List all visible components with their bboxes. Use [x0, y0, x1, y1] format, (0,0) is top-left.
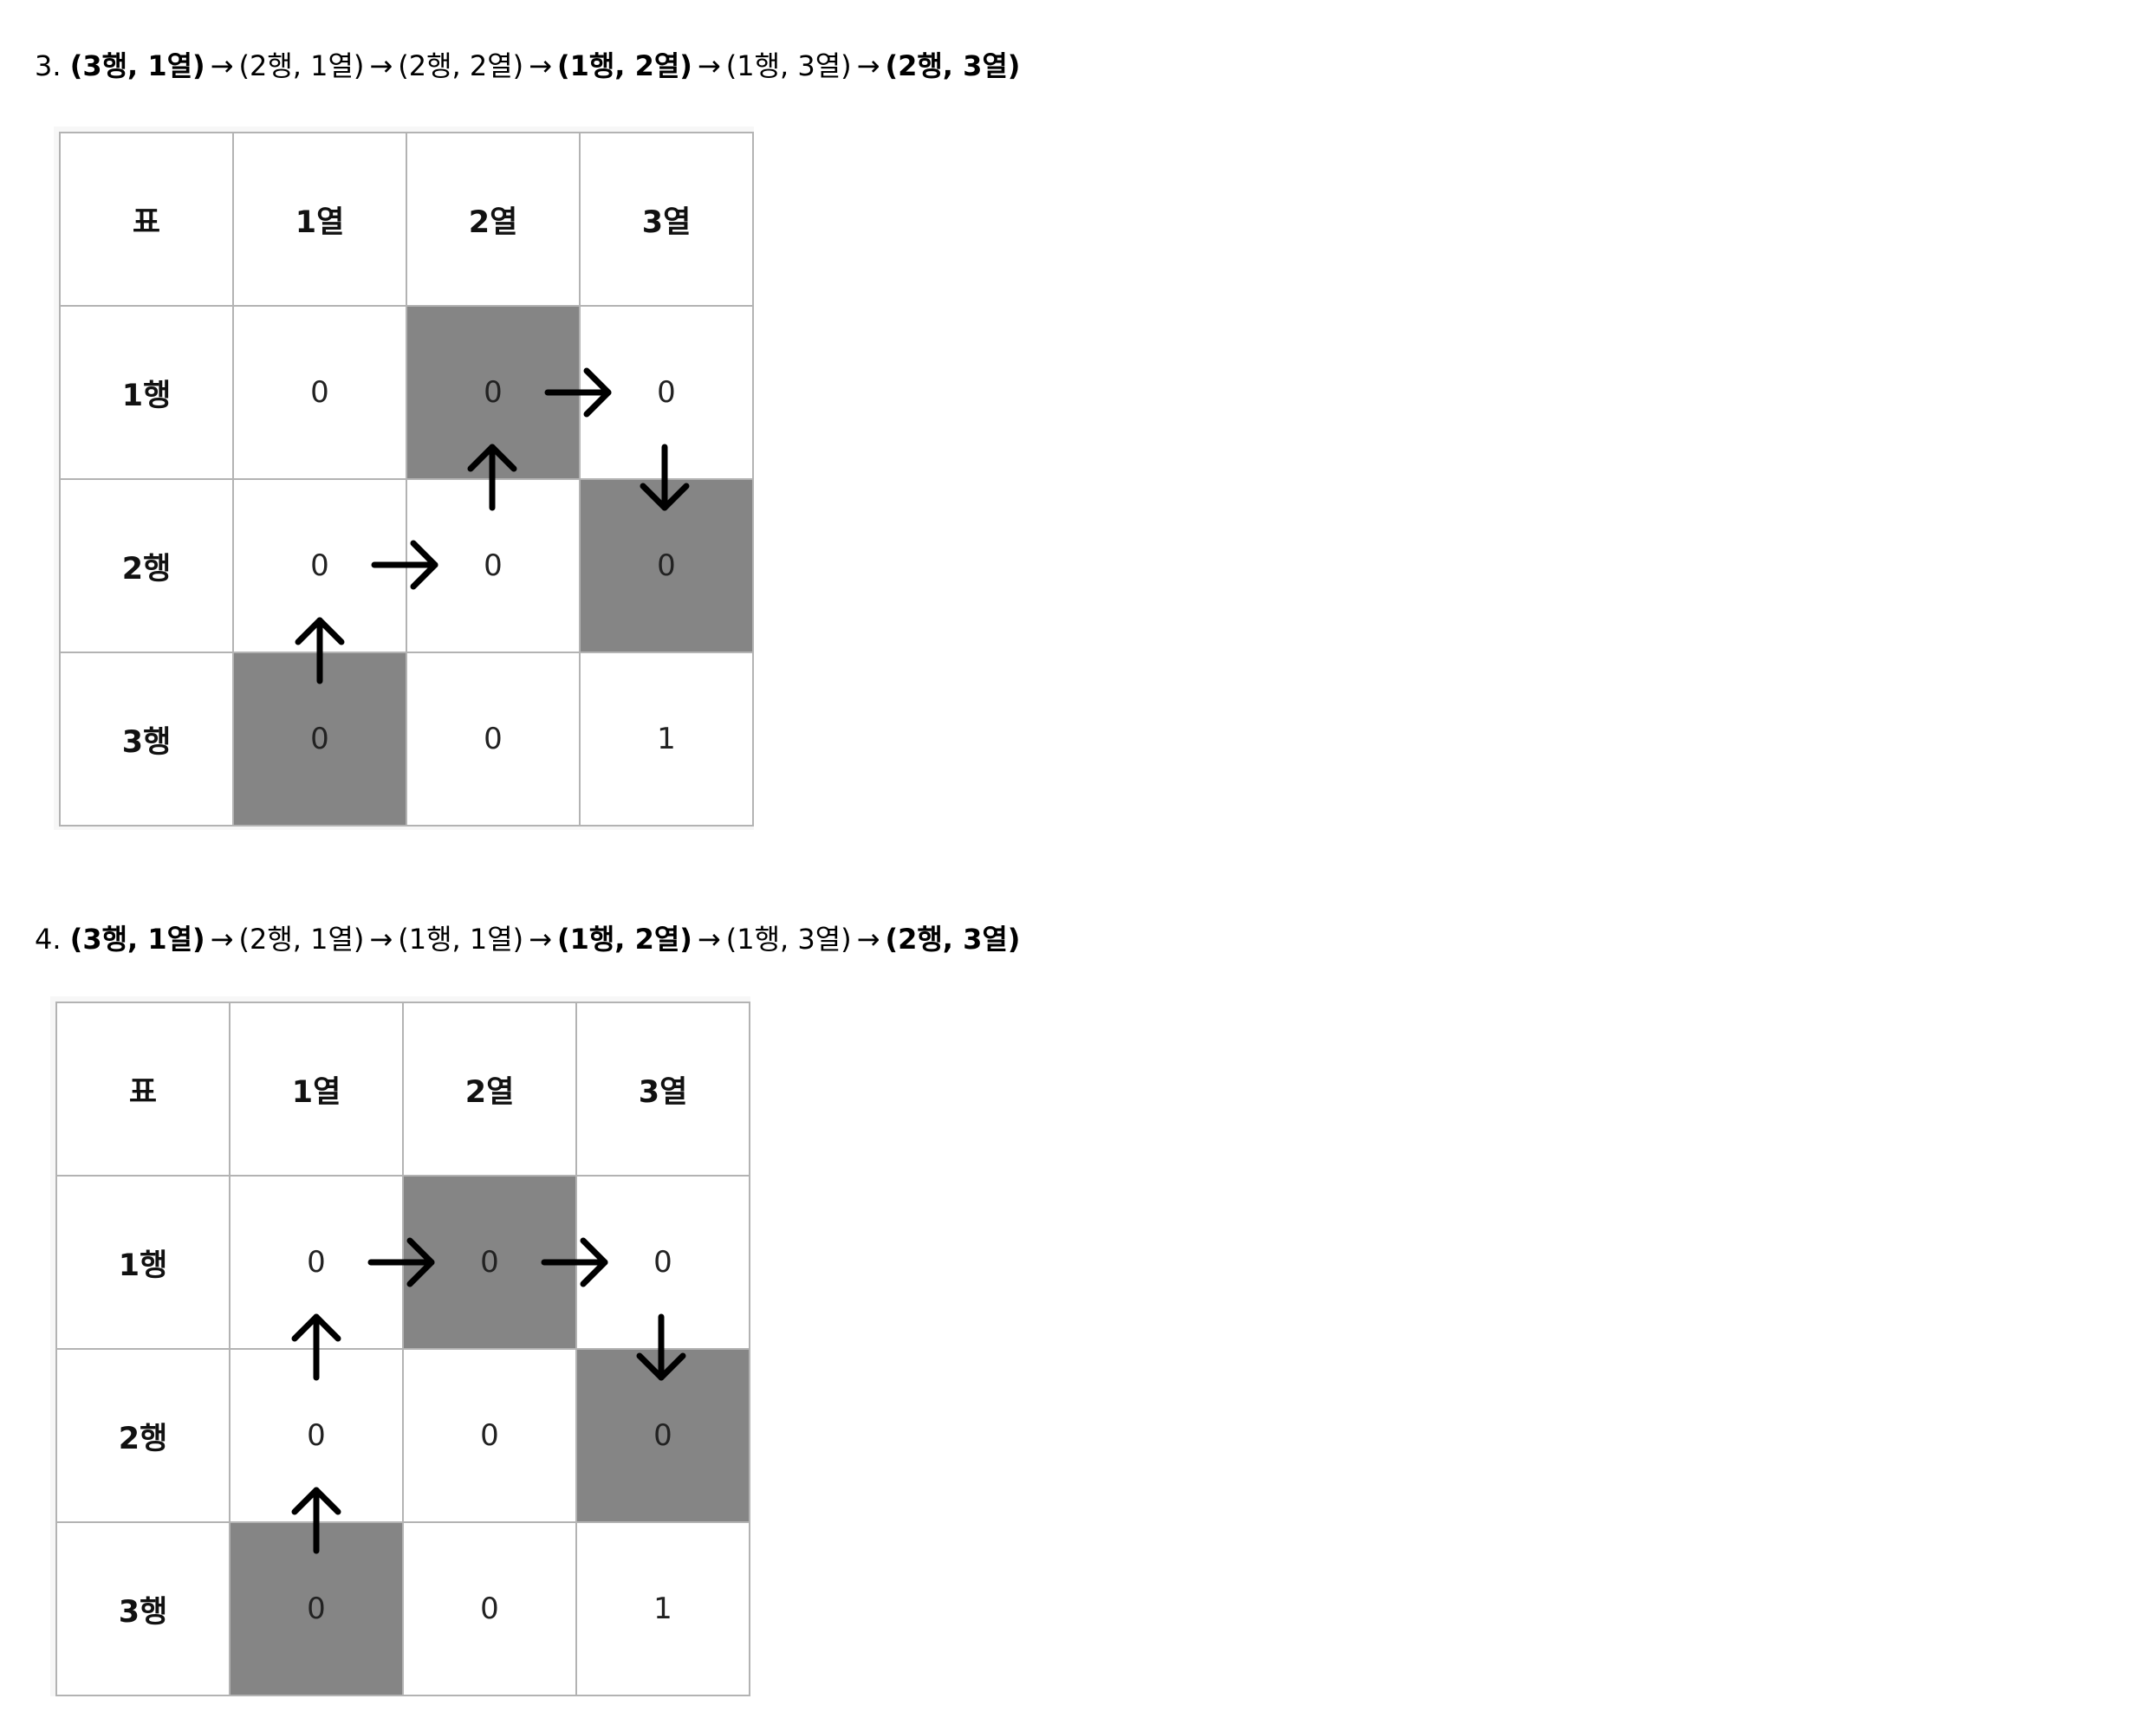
row-header: 1행 [59, 305, 234, 480]
arrow-separator: → [856, 923, 880, 956]
arrow-separator: → [369, 923, 393, 956]
grid-cell: 0 [406, 652, 581, 827]
path-step: (2행, 1열) [238, 923, 365, 956]
grid-cell: 0 [402, 1348, 577, 1523]
grid-table: 표 1열 2열 3열 1행 0 0 0 2행 0 0 0 3행 0 0 1 [59, 132, 754, 827]
path-step: (1행, 1열) [398, 923, 524, 956]
grid-cell: 0 [406, 478, 581, 653]
grid-cell: 0 [232, 478, 407, 653]
grid-cell: 0 [232, 305, 407, 480]
grid-table: 표 1열 2열 3열 1행 0 0 0 2행 0 0 0 3행 0 0 1 [55, 1002, 750, 1696]
row-header: 3행 [55, 1521, 231, 1696]
path-step: (1행, 3열) [725, 49, 852, 82]
grid-cell: 0 [229, 1175, 404, 1350]
grid-cell-shaded: 0 [575, 1348, 750, 1523]
col-header: 2열 [402, 1002, 577, 1177]
section-number: 3. [35, 49, 62, 82]
grid-cell-shaded: 0 [406, 305, 581, 480]
arrow-separator: → [697, 49, 721, 82]
grid-cell-shaded: 0 [402, 1175, 577, 1350]
corner-cell: 표 [59, 132, 234, 307]
arrow-separator: → [369, 49, 393, 82]
grid-cell: 0 [579, 305, 754, 480]
col-header: 1열 [229, 1002, 404, 1177]
grid-figure-4: 표 1열 2열 3열 1행 0 0 0 2행 0 0 0 3행 0 0 1 [50, 996, 750, 1696]
path-step: (2행, 3열) [885, 923, 1021, 956]
grid-cell-shaded: 0 [579, 478, 754, 653]
row-header: 2행 [59, 478, 234, 653]
path-step: (2행, 1열) [238, 49, 365, 82]
path-step: (3행, 1열) [69, 49, 205, 82]
path-step: (1행, 2열) [556, 923, 692, 956]
arrow-separator: → [529, 49, 552, 82]
path-line-3: 3. (3행, 1열)→(2행, 1열)→(2행, 2열)→(1행, 2열)→(… [35, 49, 1020, 83]
corner-cell: 표 [55, 1002, 231, 1177]
path-step: (2행, 3열) [885, 49, 1021, 82]
path-step: (2행, 2열) [398, 49, 524, 82]
grid-figure-3: 표 1열 2열 3열 1행 0 0 0 2행 0 0 0 3행 0 0 1 [54, 126, 754, 830]
arrow-separator: → [856, 49, 880, 82]
col-header: 3열 [579, 132, 754, 307]
grid-cell: 1 [579, 652, 754, 827]
grid-cell: 0 [575, 1175, 750, 1350]
arrow-separator: → [697, 923, 721, 956]
row-header: 3행 [59, 652, 234, 827]
row-header: 2행 [55, 1348, 231, 1523]
row-header: 1행 [55, 1175, 231, 1350]
path-step: (1행, 3열) [725, 923, 852, 956]
arrow-separator: → [210, 923, 234, 956]
grid-cell: 1 [575, 1521, 750, 1696]
path-step: (3행, 1열) [69, 923, 205, 956]
col-header: 3열 [575, 1002, 750, 1177]
col-header: 2열 [406, 132, 581, 307]
col-header: 1열 [232, 132, 407, 307]
section-number: 4. [35, 923, 62, 956]
grid-cell: 0 [402, 1521, 577, 1696]
path-step: (1행, 2열) [556, 49, 692, 82]
arrow-separator: → [210, 49, 234, 82]
grid-cell-shaded: 0 [232, 652, 407, 827]
arrow-separator: → [529, 923, 552, 956]
path-line-4: 4. (3행, 1열)→(2행, 1열)→(1행, 1열)→(1행, 2열)→(… [35, 922, 1020, 956]
grid-cell: 0 [229, 1348, 404, 1523]
grid-cell-shaded: 0 [229, 1521, 404, 1696]
